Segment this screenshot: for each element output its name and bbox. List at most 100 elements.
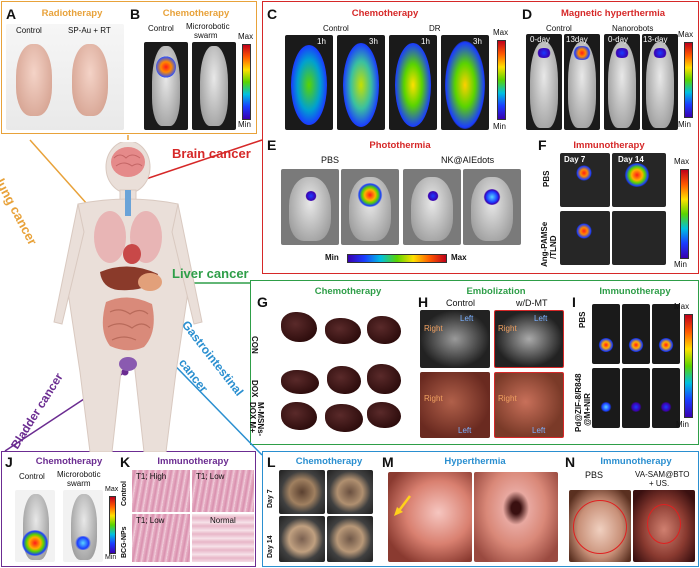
panel-h: H Embolization Control w/D-MT Right Left… <box>416 284 568 442</box>
color-scale <box>684 42 693 118</box>
liver-5 <box>327 366 361 394</box>
signal <box>628 338 644 352</box>
image-4 <box>441 35 489 130</box>
panel-f: F Immunotherapy Day 7 Day 14 PBS Ang-PAM… <box>538 137 698 271</box>
signal <box>395 43 431 127</box>
signal <box>291 45 327 125</box>
label-swarm-1: Microrobotic <box>57 470 101 479</box>
group-treated-1: VA-SAM@BTO <box>635 470 690 479</box>
signal <box>74 536 92 550</box>
brain-folds <box>113 154 143 167</box>
image-pbs-3 <box>652 304 680 364</box>
panel-c: C Chemotherapy Control DR 1h 3h 1h 3h Ma… <box>265 4 521 134</box>
signal <box>600 402 612 412</box>
image-tlnd-1 <box>560 211 610 265</box>
image-4 <box>463 169 521 245</box>
panel-title: Hyperthermia <box>444 456 506 467</box>
panel-n: N Immunotherapy PBS VA-SAM@BTO + US. <box>565 454 697 564</box>
panel-letter: J <box>5 454 13 470</box>
row-treated-1: Pd@ZIF-8/R848 <box>574 373 583 432</box>
time-3: 0-day <box>608 35 629 44</box>
image-treated-1 <box>592 368 620 428</box>
scale-min: Min <box>493 122 506 131</box>
panel-letter: A <box>6 6 17 22</box>
endo-pbs <box>569 490 631 562</box>
panel-letter: L <box>267 454 276 470</box>
heart <box>123 244 141 264</box>
color-scale <box>680 169 689 259</box>
signal <box>652 48 668 58</box>
color-scale <box>347 254 447 263</box>
panel-a: A Radiotherapy Control SP-Au + RT <box>4 4 126 132</box>
signal <box>572 46 592 60</box>
label-swarm-1: Microrobotic <box>186 22 230 31</box>
tumor-circle <box>647 504 681 544</box>
image-3 <box>604 34 640 130</box>
label-swarm-2: swarm <box>194 31 218 40</box>
group-nk: NK@AIEdots <box>441 155 495 165</box>
mouse <box>200 46 228 126</box>
image-tlnd-2 <box>612 211 666 265</box>
mouse <box>411 177 453 241</box>
signal-blob <box>156 56 176 78</box>
panel-title: Immunotherapy <box>573 140 645 151</box>
region-1: T1; High <box>136 472 167 481</box>
row-msn-1: M-MSNs- <box>256 402 265 437</box>
bladder-frame <box>1 451 256 567</box>
panel-title: Radiotherapy <box>41 8 103 19</box>
time-2: 3h <box>369 37 378 46</box>
image-3 <box>389 35 437 130</box>
group-pbs: PBS <box>585 470 604 480</box>
scale-min: Min <box>674 260 687 269</box>
group-nanorobots: Nanorobots <box>612 24 654 33</box>
group-control: Control <box>546 24 572 33</box>
panel-k: K Immunotherapy T1; High T1; Low T1; Low… <box>118 454 256 564</box>
panel-title: Chemotherapy <box>35 456 103 467</box>
liver-1 <box>281 312 317 342</box>
time-2: 13day <box>566 35 588 44</box>
image-control <box>15 490 55 562</box>
color-scale <box>242 44 251 120</box>
liver-cancer-label: Liver cancer <box>172 266 249 281</box>
time-1: 1h <box>317 37 326 46</box>
row-tlnd-2: /TLND <box>549 235 558 259</box>
scale-min: Min <box>105 554 117 561</box>
image-2 <box>337 35 385 130</box>
row-pbs: PBS <box>578 311 587 328</box>
signal <box>427 191 439 201</box>
row-tlnd-1: Ang-PAMSe <box>540 221 549 267</box>
mouse-treated <box>72 44 108 116</box>
panel-b: B Chemotherapy Control Microrobotic swar… <box>128 4 256 132</box>
signal <box>445 41 485 129</box>
image-pbs-1 <box>560 153 610 207</box>
row-day7: Day 7 <box>267 489 274 508</box>
tissue-3 <box>132 514 190 562</box>
endo-3 <box>279 516 325 562</box>
liver-control <box>420 372 490 438</box>
panel-title: Magnetic hyperthermia <box>561 8 665 19</box>
label-control: Control <box>16 26 42 35</box>
panel-letter: H <box>418 294 429 310</box>
image-control <box>144 42 188 130</box>
row-msn-2: DOX M+ <box>248 402 257 433</box>
scale-max: Max <box>678 30 694 39</box>
image-treated-3 <box>652 368 680 428</box>
panel-g: G Chemotherapy CON DOX M-MSNs- DOX M+ <box>248 284 413 442</box>
brain-frame <box>262 1 699 274</box>
panel-letter: I <box>572 294 576 310</box>
scale-min: Min <box>678 120 691 129</box>
signal <box>630 402 642 412</box>
signal <box>576 223 592 239</box>
panel-letter: M <box>382 454 394 470</box>
scale-max: Max <box>493 28 509 37</box>
image-4 <box>642 34 678 130</box>
row-treated-2: @M+NIR <box>583 393 592 426</box>
color-scale <box>109 496 116 554</box>
organs <box>94 147 162 371</box>
brain-organ <box>111 147 145 177</box>
body-silhouette <box>53 142 203 452</box>
group-dr: DR <box>429 24 441 33</box>
signal <box>305 191 317 201</box>
image-pbs-1 <box>592 304 620 364</box>
panel-title: Photothermia <box>369 140 431 151</box>
